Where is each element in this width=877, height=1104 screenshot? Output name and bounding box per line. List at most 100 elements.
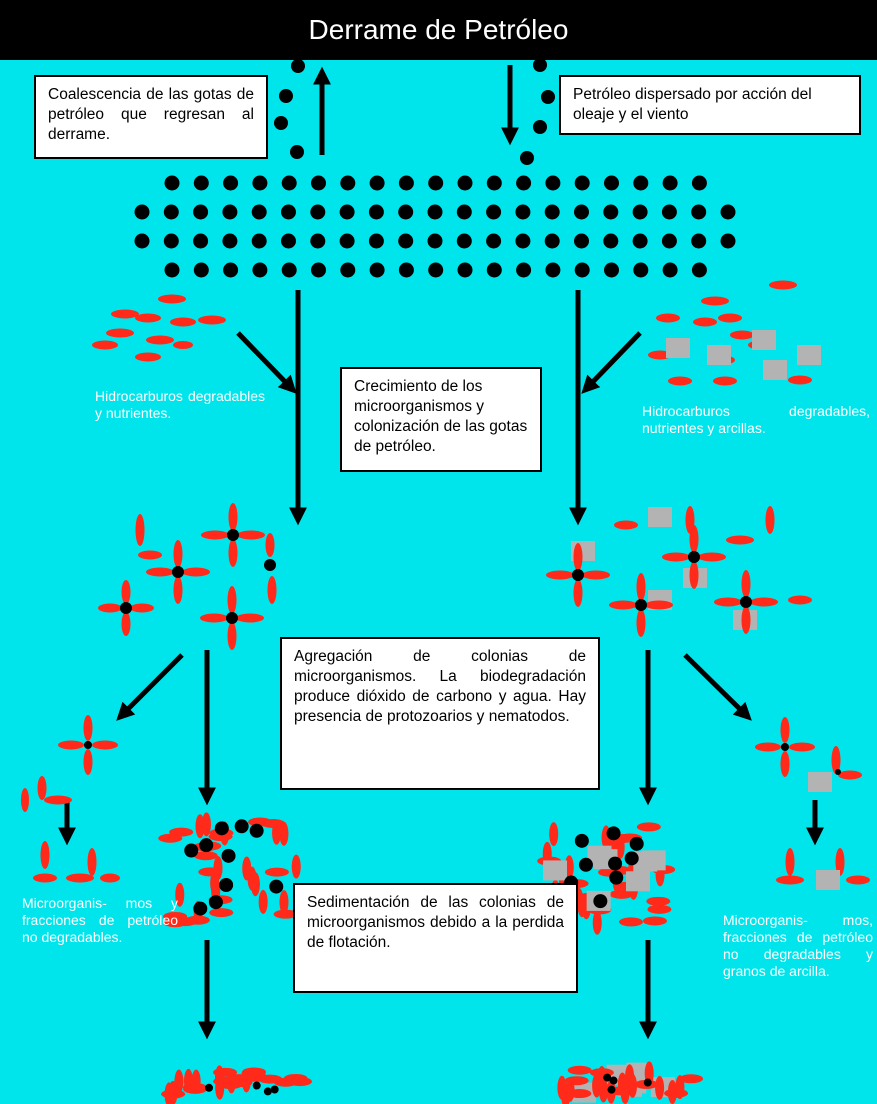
microorganism — [606, 826, 621, 841]
hydrocarbon-droplet — [838, 770, 862, 780]
oil-drop — [369, 175, 385, 191]
microorganism — [193, 901, 208, 916]
oil-drop — [369, 262, 385, 278]
hydrocarbon-droplet — [83, 749, 93, 775]
oil-drop — [515, 204, 531, 220]
oil-drop — [456, 204, 472, 220]
microorganism — [740, 596, 752, 608]
hydrocarbon-droplet — [242, 856, 252, 881]
hydrocarbon-droplet — [755, 742, 781, 752]
clay-grain — [648, 507, 672, 527]
hydrocarbon-droplet — [573, 579, 583, 607]
clay-grain — [633, 851, 658, 872]
oil-drop — [574, 175, 590, 191]
oil-drop — [541, 90, 555, 104]
microorganism — [227, 529, 239, 541]
hydrocarbon-droplet — [40, 841, 50, 869]
oil-slick — [134, 58, 736, 278]
oil-drop — [252, 262, 268, 278]
oil-drop — [398, 204, 414, 220]
hydrocarbon-droplet — [267, 576, 277, 604]
oil-drop — [252, 175, 268, 191]
oil-drop — [291, 59, 305, 73]
microorganism — [221, 848, 236, 863]
microorganism — [607, 1085, 616, 1094]
hydrocarbon-droplet — [227, 586, 237, 614]
hydrocarbon-droplet — [662, 552, 690, 562]
hydrocarbon-droplet — [121, 580, 131, 604]
oil-drop — [193, 175, 209, 191]
microorganism — [603, 1073, 612, 1082]
oil-drop — [661, 233, 677, 249]
microorganism — [635, 599, 647, 611]
hydrocarbon-droplet — [201, 812, 211, 837]
hydrocarbon-droplet — [87, 848, 97, 876]
hydrocarbon-droplet — [283, 1073, 308, 1083]
clay-grain — [808, 772, 832, 792]
microorganism — [172, 566, 184, 578]
diagram-title: Derrame de Petróleo — [308, 14, 569, 45]
microorganism — [629, 836, 644, 851]
hydrocarbon-droplet — [835, 848, 845, 876]
oil-drop — [340, 262, 356, 278]
oil-drop — [310, 204, 326, 220]
oil-drop — [544, 204, 560, 220]
hydrocarbon-droplet — [780, 751, 790, 777]
oil-drop — [691, 204, 707, 220]
oil-drop — [574, 233, 589, 249]
oil-drop — [193, 204, 209, 220]
colonies-left — [98, 503, 277, 650]
hydrocarbon-droplet — [100, 873, 120, 883]
hydrocarbon-droplet — [679, 1074, 704, 1084]
oil-drop — [691, 233, 707, 249]
oil-drop — [632, 233, 648, 249]
oil-drop — [662, 175, 678, 191]
hydrocarbon-droplet — [130, 603, 154, 613]
hydrocarbon-droplet — [698, 552, 726, 562]
title-bar — [0, 0, 877, 60]
oil-drop — [398, 175, 414, 191]
hydrocarbon-droplet — [646, 896, 671, 906]
clay-grain — [625, 871, 650, 892]
remnant-right — [755, 717, 870, 890]
arrow-colonies-left-diag — [116, 653, 184, 721]
hydrocarbon-droplet — [182, 567, 210, 577]
hydrocarbon-droplet — [741, 606, 751, 634]
microorganism — [688, 551, 700, 563]
hydrocarbon-droplet — [210, 870, 220, 895]
hydrocarbon-droplet — [21, 788, 29, 812]
oil-drop — [457, 175, 473, 191]
sedimentation-box: Sedimentación de las colonias de microor… — [293, 883, 578, 993]
hydrocarbons-nutrients-label: Hidrocarburos degradables y nutrientes. — [95, 388, 265, 421]
oil-drop — [486, 262, 502, 278]
oil-drop — [574, 204, 589, 220]
hydrocarbon-droplet — [780, 717, 790, 743]
hydrocarbon-droplet — [258, 889, 268, 914]
microorganism — [624, 851, 639, 866]
hydrocarbon-droplet — [564, 855, 574, 880]
clay-grain — [543, 860, 568, 881]
oil-drop — [311, 175, 326, 191]
oil-drop — [222, 233, 238, 249]
microorganism — [252, 1081, 261, 1090]
microorganism — [269, 879, 284, 894]
oil-drop — [222, 204, 238, 220]
oil-drop — [603, 204, 619, 220]
oil-drop — [281, 262, 297, 278]
dispersion-box: Petróleo dispersado por acción del oleaj… — [559, 75, 861, 135]
oil-drop — [544, 233, 560, 249]
hydrocarbon-droplet — [642, 916, 667, 926]
hydrocarbon-droplet — [227, 622, 237, 650]
hydrocarbon-droplet — [58, 740, 84, 750]
hydrocarbon-droplet — [831, 746, 841, 774]
hydrocarbon-droplet — [549, 822, 559, 847]
oil-drop — [427, 204, 443, 220]
oil-drop — [691, 262, 707, 278]
hydrocarbon-droplet — [228, 503, 238, 531]
oil-drop — [427, 233, 443, 249]
hydrocarbon-droplet — [750, 597, 778, 607]
oil-drop — [281, 204, 296, 220]
hydrocarbon-droplet — [198, 867, 223, 877]
hydrocarbon-droplet — [619, 917, 644, 927]
hydrocarbon-droplet — [135, 514, 145, 546]
